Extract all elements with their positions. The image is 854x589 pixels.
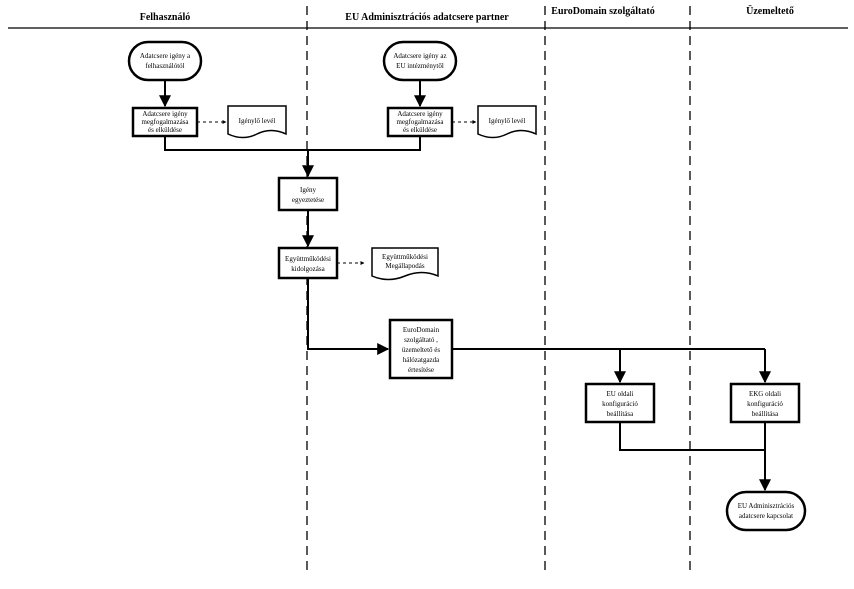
document-eu-letter: Igénylő levél [477,105,537,139]
process-agreement: Igény egyeztetése [277,176,339,212]
start-user-line: felhasználótól [145,62,184,70]
process-ekg-config-line: EKG oldali [749,390,781,398]
process-eu-config-line: konfiguráció [602,400,638,408]
start-user-terminal: Adatcsere igény a felhasználótól [127,40,203,82]
document-cooperation-line: Együttműködési [382,253,428,261]
process-eu-request: Adatcsere igény megfogalmazása és elküld… [386,106,454,138]
process-ekg-config-line: konfiguráció [747,400,783,408]
process-cooperation-line: Együttműködési [285,255,331,263]
lane-title-eu-partner: EU Adminisztrációs adatcsere partner [345,12,509,23]
document-eu-label: Igénylő levél [489,117,526,125]
process-eu-line: megfogalmazása [396,118,444,126]
end-connection-line: adatcsere kapcsolat [739,512,793,520]
process-notify-line: hálózatgazda [403,356,440,364]
lane-title-user: Felhasználó [140,12,191,23]
process-ekg-config-line: beállítása [752,410,779,418]
end-connection-terminal: EU Adminisztrációs adatcsere kapcsolat [725,490,807,532]
process-notify-line: szolgáltató , [404,336,438,344]
connector [308,136,421,151]
process-notify-line: üzemeltető és [402,346,441,354]
process-user-line: és elküldése [148,126,182,134]
process-notify: EuroDomain szolgáltató , üzemeltető és h… [388,318,454,380]
process-notify-line: EuroDomain [403,326,440,334]
start-eu-terminal: Adatcsere igény az EU intézménytől [382,40,458,82]
process-cooperation: Együttműködési kidolgozása [277,246,339,280]
connector [619,422,765,451]
process-eu-line: Adatcsere igény [397,110,443,118]
process-ekg-configuration: EKG oldali konfiguráció beállítása [729,382,801,424]
process-user-request: Adatcsere igény megfogalmazása és elküld… [131,106,199,138]
document-user-label: Igénylő levél [239,117,276,125]
connector [164,136,308,151]
process-notify-line: értesítése [408,366,434,374]
process-agreement-line: egyeztetése [292,196,324,204]
process-cooperation-line: kidolgozása [291,265,325,273]
lane-title-operator: Üzemeltető [746,4,794,17]
document-user-letter: Igénylő levél [227,105,287,139]
connector [307,278,390,355]
document-cooperation-agreement: Együttműködési Megállapodás [371,247,439,281]
process-eu-config-line: EU oldali [606,390,633,398]
start-eu-line: Adatcsere igény az [393,52,446,60]
document-cooperation-line: Megállapodás [385,262,425,270]
start-user-line: Adatcsere igény a [140,52,191,60]
process-eu-line: és elküldése [403,126,437,134]
lane-title-eurodomain: EuroDomain szolgáltató [551,6,654,17]
process-eu-configuration: EU oldali konfiguráció beállítása [584,382,656,424]
process-user-line: Adatcsere igény [142,110,188,118]
start-eu-line: EU intézménytől [396,62,444,70]
process-user-line: megfogalmazása [141,118,189,126]
process-eu-config-line: beállítása [607,410,634,418]
process-agreement-line: Igény [300,186,316,194]
end-connection-line: EU Adminisztrációs [738,502,795,510]
